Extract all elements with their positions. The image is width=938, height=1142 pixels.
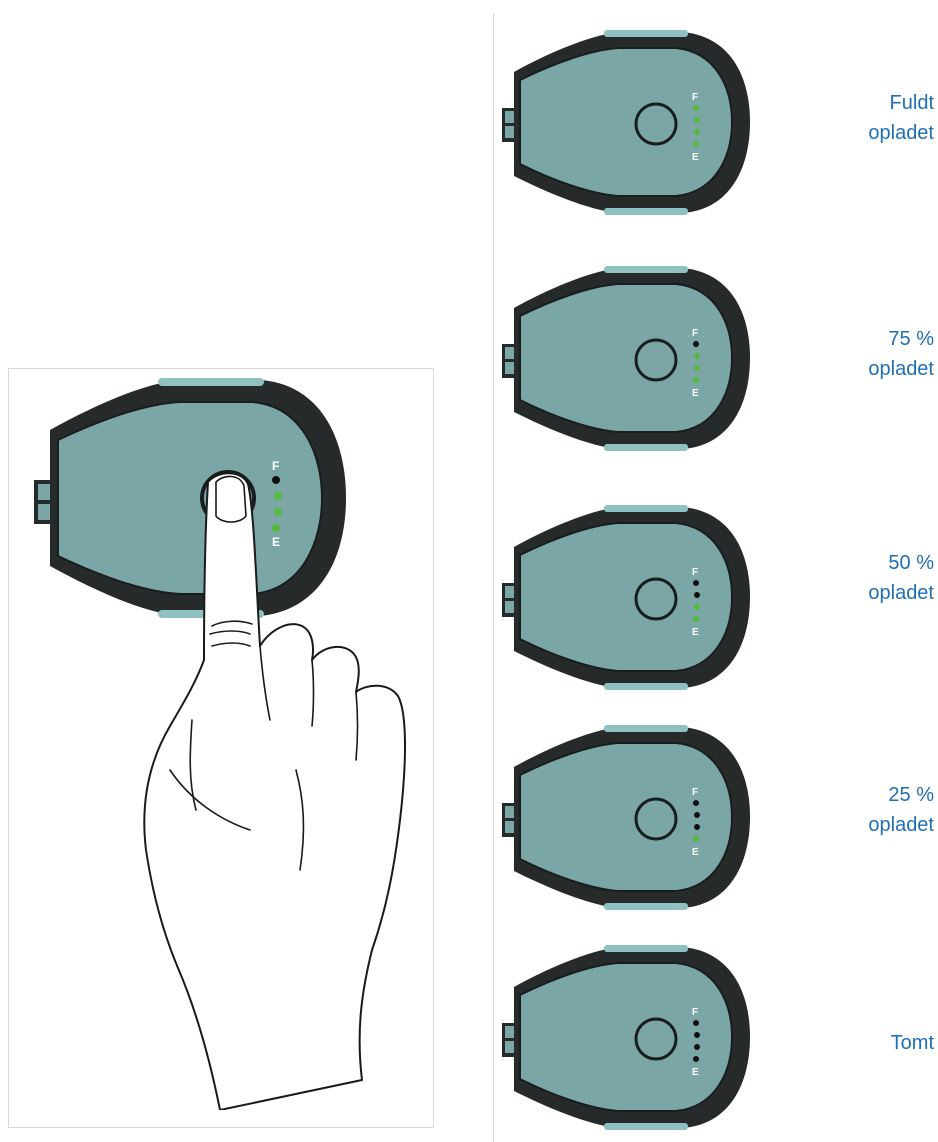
led-indicator [693, 836, 699, 842]
led-indicator [694, 604, 700, 610]
caption-line: opladet [784, 810, 934, 840]
connector-icon [502, 108, 516, 142]
led-indicator [694, 592, 700, 598]
empty-label: E [692, 1067, 699, 1078]
vertical-divider [493, 14, 494, 1142]
caption-line: Tomt [784, 1028, 934, 1058]
led-indicator [693, 105, 699, 111]
led-indicator [693, 580, 699, 586]
led-indicator [694, 365, 700, 371]
battery-device-50: F E [500, 505, 760, 690]
connector-icon [502, 803, 516, 837]
led-indicator [694, 1044, 700, 1050]
led-indicator [693, 616, 699, 622]
connector-icon [502, 583, 516, 617]
state-caption-75: 75 % opladet [784, 324, 934, 384]
caption-line: Fuldt [784, 88, 934, 118]
state-caption-50: 50 % opladet [784, 548, 934, 608]
state-caption-empty: Tomt [784, 1028, 934, 1058]
caption-line: opladet [784, 578, 934, 608]
led-indicator [693, 1020, 699, 1026]
led-indicator [693, 800, 699, 806]
led-indicator [693, 377, 699, 383]
led-indicator [694, 129, 700, 135]
battery-device-25: F E [500, 725, 760, 910]
led-indicator [694, 353, 700, 359]
connector-icon [34, 480, 52, 524]
full-label: F [692, 567, 698, 578]
state-caption-full: Fuldt opladet [784, 88, 934, 148]
empty-label: E [692, 152, 699, 163]
full-label: F [692, 1007, 698, 1018]
led-indicator [694, 117, 700, 123]
full-label: F [692, 92, 698, 103]
connector-icon [502, 344, 516, 378]
led-indicator [694, 824, 700, 830]
led-indicator [694, 812, 700, 818]
led-indicator [693, 1056, 699, 1062]
state-caption-25: 25 % opladet [784, 780, 934, 840]
led-indicator [693, 341, 699, 347]
empty-label: E [692, 847, 699, 858]
caption-line: opladet [784, 118, 934, 148]
caption-line: 75 % [784, 324, 934, 354]
connector-icon [502, 1023, 516, 1057]
caption-line: 50 % [784, 548, 934, 578]
empty-label: E [692, 388, 699, 399]
battery-device-75: F E [500, 266, 760, 451]
full-label: F [692, 787, 698, 798]
caption-line: 25 % [784, 780, 934, 810]
empty-label: E [692, 627, 699, 638]
battery-device-empty: F E [500, 945, 760, 1130]
led-indicator [694, 1032, 700, 1038]
pointing-hand-icon [100, 470, 440, 1110]
full-label: F [692, 328, 698, 339]
battery-device-full: F E [500, 30, 760, 215]
caption-line: opladet [784, 354, 934, 384]
led-indicator [693, 141, 699, 147]
